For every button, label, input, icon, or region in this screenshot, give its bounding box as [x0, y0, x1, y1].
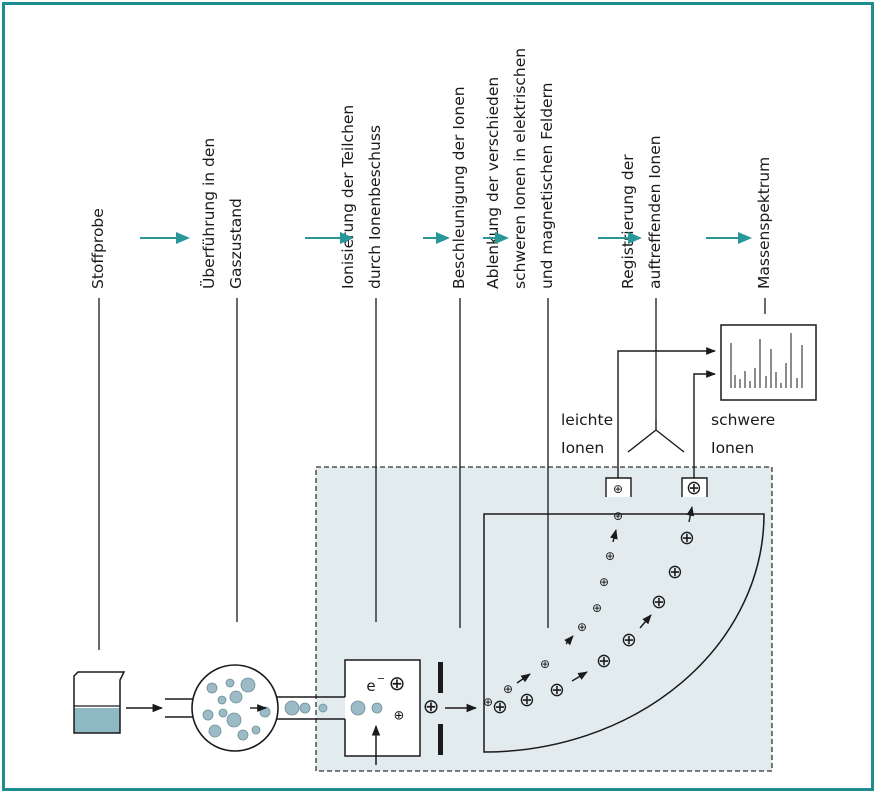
- electron-charge-label: −: [377, 674, 385, 685]
- light-ion-path: ⊕ ⊕ ⊕ ⊕ ⊕ ⊕ ⊕ ⊕: [483, 509, 623, 709]
- round-flask-icon: [191, 664, 279, 752]
- process-arrow: [706, 232, 752, 244]
- svg-text:⊕: ⊕: [605, 549, 615, 563]
- heavy-ions-label: schwere: [711, 411, 775, 429]
- fork-symbol: [627, 420, 685, 453]
- step-label-registrierung: auftreffenden Ionen: [646, 135, 664, 289]
- mass-spectrum-icon: [720, 324, 817, 401]
- step-label-gaszustand: Gaszustand: [227, 198, 245, 289]
- step-label-ionisierung: durch Ionenbeschuss: [366, 125, 384, 289]
- signal-lines: [617, 347, 716, 478]
- svg-text:⊕: ⊕: [483, 695, 493, 709]
- step-label-massenspektrum: Massenspektrum: [755, 157, 773, 289]
- label-leader-lines: [98, 298, 766, 650]
- svg-text:⊕: ⊕: [599, 575, 609, 589]
- heavy-ions-label: Ionen: [711, 439, 754, 457]
- ion-symbol: ⊕: [389, 671, 406, 695]
- heavy-ion-detector: ⊕: [681, 477, 708, 499]
- step-label-ablenkung: und magnetischen Feldern: [538, 82, 556, 289]
- step-label-ionisierung: Ionisierung der Teilchen: [339, 105, 357, 289]
- light-ion-detector: ⊕: [605, 477, 632, 497]
- step-label-registrierung: Registrierung der: [619, 154, 637, 289]
- light-ions-label: Ionen: [561, 439, 604, 457]
- process-arrows: [140, 232, 752, 244]
- svg-text:⊕: ⊕: [651, 591, 667, 613]
- process-arrow: [305, 232, 354, 244]
- svg-text:⊕: ⊕: [577, 620, 587, 634]
- step-label-ablenkung: Ablenkung der verschieden: [484, 77, 502, 289]
- svg-text:⊕: ⊕: [492, 696, 508, 718]
- deflection-field: [483, 513, 765, 753]
- light-ions-label: leichte: [561, 411, 613, 429]
- process-arrow: [598, 232, 642, 244]
- acceleration-plates: [438, 662, 443, 755]
- svg-text:⊕: ⊕: [613, 509, 623, 523]
- step-label-stoffprobe: Stoffprobe: [89, 208, 107, 289]
- process-arrow: [423, 232, 450, 244]
- step-label-beschleunigung: Beschleunigung der Ionen: [450, 86, 468, 289]
- step-label-ablenkung: schweren Ionen in elektrischen: [511, 48, 529, 289]
- step-labels: Stoffprobe Überführung in den Gaszustand Io…: [89, 48, 773, 289]
- svg-text:⊕: ⊕: [667, 561, 683, 583]
- ionization-chamber: e − ⊕ ⊕: [344, 659, 421, 765]
- svg-text:⊕: ⊕: [613, 482, 623, 496]
- heavy-ion-path: ⊕ ⊕ ⊕ ⊕ ⊕ ⊕ ⊕ ⊕: [492, 506, 695, 718]
- svg-text:⊕: ⊕: [686, 477, 702, 499]
- svg-text:⊕: ⊕: [621, 629, 637, 651]
- svg-text:⊕: ⊕: [519, 689, 535, 711]
- process-arrow: [140, 232, 190, 244]
- svg-text:⊕: ⊕: [540, 657, 550, 671]
- svg-text:⊕: ⊕: [592, 601, 602, 615]
- process-arrow: [483, 232, 509, 244]
- beaker-icon: [73, 671, 126, 734]
- inlet-tube: [165, 698, 194, 718]
- ion-symbol: ⊕: [423, 694, 440, 718]
- electron-label: e: [366, 677, 375, 695]
- svg-text:⊕: ⊕: [503, 682, 513, 696]
- step-label-gaszustand: Überführung in den: [199, 138, 218, 289]
- svg-text:⊕: ⊕: [679, 527, 695, 549]
- svg-text:⊕: ⊕: [596, 650, 612, 672]
- ion-symbol: ⊕: [394, 709, 405, 724]
- svg-text:⊕: ⊕: [549, 679, 565, 701]
- gas-tube: [276, 696, 345, 720]
